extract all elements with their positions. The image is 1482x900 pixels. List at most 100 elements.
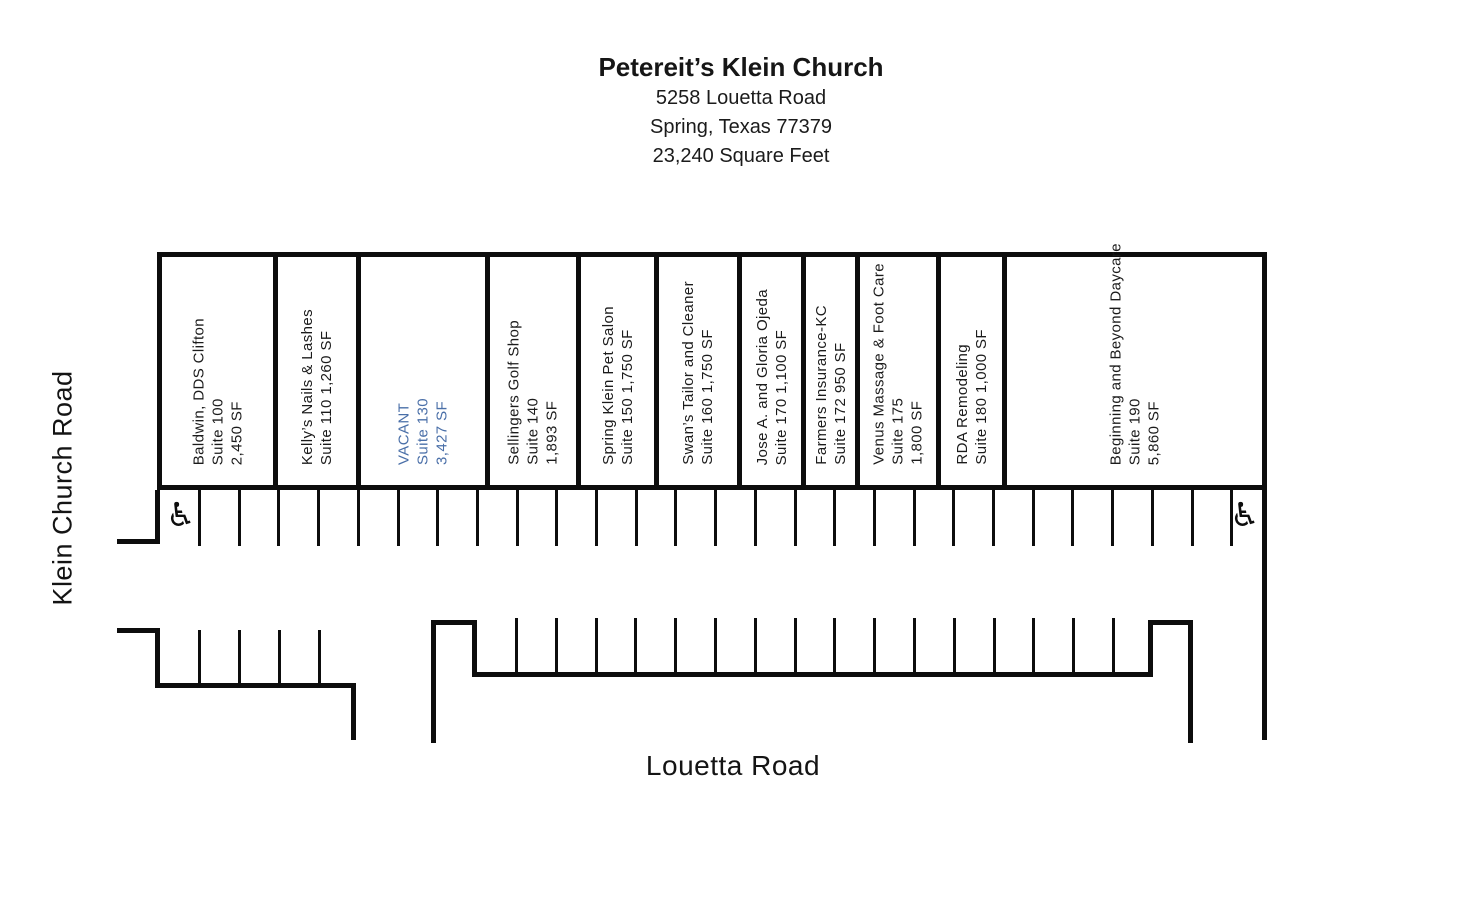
suite-label-line: Suite 160 1,750 SF <box>699 329 716 465</box>
parking-stall-divider <box>1190 490 1194 546</box>
parking-row-louetta-right <box>473 618 1153 672</box>
parking-stall-divider <box>238 630 241 683</box>
parking-stall-divider <box>1112 618 1115 672</box>
parking-stall-divider <box>475 490 479 546</box>
parking-stall-divider <box>436 490 440 546</box>
suite-label-line: Suite 175 <box>889 398 907 465</box>
suite-label-line: Suite 170 1,100 SF <box>772 329 790 465</box>
curb-line-front-left-wall <box>155 490 160 544</box>
parking-stall-divider <box>634 490 638 546</box>
suite-label-line: Venus Massage & Foot Care <box>870 263 888 465</box>
curb-line-louetta-right-topstub <box>431 620 477 625</box>
suite-label-line: 1,800 SF <box>908 400 926 465</box>
parking-stall-divider <box>1031 490 1035 546</box>
parking-stall-divider <box>1150 490 1154 546</box>
suite-label-line: Suite 110 1,260 SF <box>318 330 335 465</box>
parking-row-front <box>157 490 1262 546</box>
header-address: 5258 Louetta Road <box>655 87 827 109</box>
parking-stall-divider <box>1072 618 1076 672</box>
parking-stall-divider <box>912 490 916 546</box>
parking-stall-divider <box>356 490 360 546</box>
suite-label-line: VACANT <box>395 402 413 465</box>
suite-label-line: Suite 180 1,000 SF <box>972 329 990 465</box>
parking-stall-divider <box>714 490 718 546</box>
suite-label-line: Suite 150 1,750 SF <box>618 329 636 465</box>
curb-line-louetta-right-wall <box>431 620 436 743</box>
curb-line-louetta-right-step <box>472 620 477 677</box>
curb-line-louetta-left-wall <box>155 628 160 688</box>
suite-label-line: Baldwin, DDS Clifton <box>190 317 207 465</box>
parking-stall-divider <box>793 618 797 672</box>
parking-stall-divider <box>595 490 598 546</box>
suite-label-line: Suite 190 <box>1126 398 1143 465</box>
curb-line-louetta-right-bottom <box>472 672 1153 677</box>
road-label-louetta: Louetta Road <box>645 750 821 781</box>
parking-stall-divider <box>1111 490 1115 546</box>
suite-label-line: 2,450 SF <box>228 400 245 465</box>
parking-stall-divider <box>278 630 281 683</box>
page-title: Petereit’s Klein Church <box>598 52 884 82</box>
suite-label-line: Farmers Insurance-KC <box>812 305 830 465</box>
curb-line-louetta-right-endstub <box>1148 620 1193 625</box>
header-block: Petereit’s Klein Church 5258 Louetta Roa… <box>0 50 1482 171</box>
parking-stall-divider <box>198 490 201 546</box>
parking-stall-divider <box>198 630 201 683</box>
parking-stall-divider <box>1071 490 1075 546</box>
parking-stall-divider <box>594 618 598 672</box>
road-label-klein-church: Klein Church Road <box>47 370 78 606</box>
suite-label-line: Jose A. and Gloria Ojeda <box>753 288 771 465</box>
suite-label-line: 5,860 SF <box>1145 400 1162 465</box>
parking-stall-divider <box>555 490 559 546</box>
parking-stall-divider <box>1230 490 1234 546</box>
suite-label-line: Suite 172 950 SF <box>831 342 849 465</box>
handicap-icon-right: ♿ <box>1230 495 1260 534</box>
parking-stall-divider <box>674 618 678 672</box>
header-total-area: 23,240 Square Feet <box>652 145 830 167</box>
curb-line-louetta-left-end <box>351 683 356 740</box>
parking-stall-divider <box>753 490 757 546</box>
suite-label-line: Beginning and Beyond Daycare <box>1107 242 1124 465</box>
suite-label-line: Suite 140 <box>524 398 542 465</box>
suite-label-line: Spring Klein Pet Salon <box>599 306 617 465</box>
parking-stall-divider <box>318 630 321 683</box>
suite-label-line: Swan’s Tailor and Cleaner <box>680 281 697 465</box>
parking-stall-divider <box>753 618 757 672</box>
parking-row-louetta-left <box>157 630 357 683</box>
curb-line-louetta-left-stub <box>117 628 160 633</box>
parking-stall-divider <box>674 490 678 546</box>
curb-line-louetta-left-bottom <box>155 683 356 688</box>
parking-stall-divider <box>515 490 519 546</box>
parking-stall-divider <box>992 490 995 546</box>
parking-stall-divider <box>317 490 321 546</box>
suite-label-line: Sellingers Golf Shop <box>505 320 523 465</box>
parking-stall-divider <box>237 490 241 546</box>
suite-label-line: 3,427 SF <box>433 400 451 465</box>
parking-stall-divider <box>833 618 837 672</box>
parking-stall-divider <box>952 618 956 672</box>
suite-label-line: Suite 100 <box>209 398 226 465</box>
parking-stall-divider <box>554 618 558 672</box>
parking-stall-divider <box>872 490 876 546</box>
parking-stall-divider <box>992 618 996 672</box>
handicap-icon-left: ♿ <box>166 495 196 534</box>
suite-label-line: 1,893 SF <box>543 400 561 465</box>
parking-stall-divider <box>714 618 717 672</box>
